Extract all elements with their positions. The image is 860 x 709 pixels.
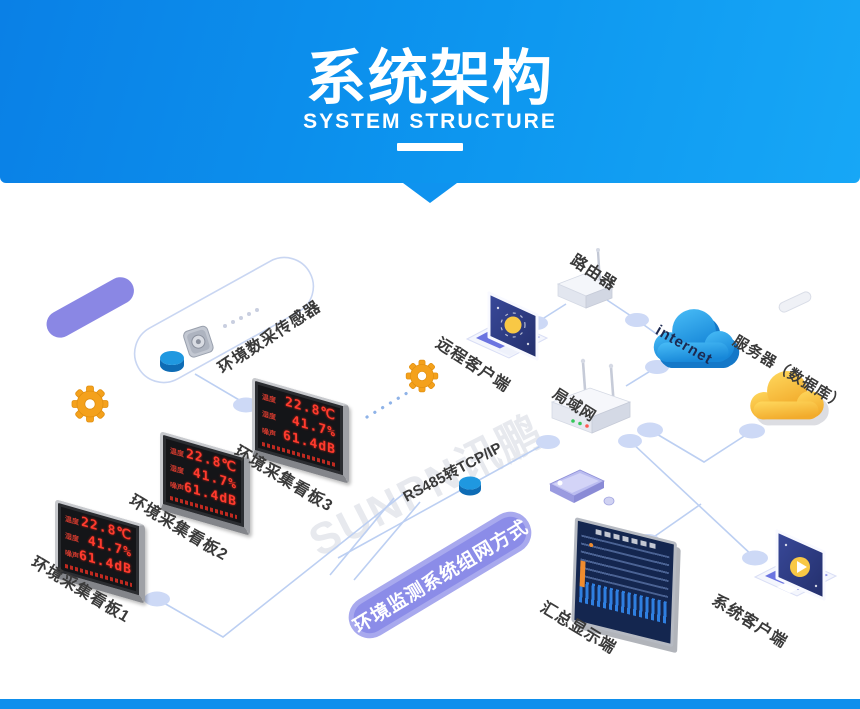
title-underline [397, 143, 463, 151]
remote-client-laptop-icon [465, 291, 549, 361]
label-system-client: 系统客户端 [708, 592, 790, 652]
board-row-name: 湿度 [65, 532, 79, 544]
label-remote-client: 远程客户端 [432, 335, 514, 396]
board-marquee [65, 563, 132, 588]
wire-branch-display [647, 503, 702, 542]
label-internet: internet [652, 322, 716, 369]
header-banner: 系统架构 SYSTEM STRUCTURE [0, 0, 860, 183]
internet-cloud-icon [653, 309, 740, 369]
footer-strip [0, 699, 860, 709]
led-board-3: 温度 22.8℃ 湿度 41.7% 噪声 61.4dB [252, 377, 349, 484]
dashboard-rows [579, 534, 670, 599]
sensor-puck-icon [160, 351, 184, 372]
label-board-1: 环境采集看板1 [28, 554, 133, 627]
board-row-name: 湿度 [262, 410, 276, 422]
label-server: 服务器（数据库） [729, 332, 849, 414]
label-lan: 局域网 [549, 385, 600, 426]
board-marquee [170, 495, 237, 520]
board-row-value: 22.8℃ [81, 514, 132, 545]
board-row-value: 61.4dB [184, 479, 237, 511]
gray-pill-decor [778, 291, 812, 313]
board-row-name: 噪声 [170, 481, 184, 493]
led-board-1: 温度 22.8℃ 湿度 41.7% 噪声 61.4dB [55, 499, 145, 604]
board-row-value: 41.7% [291, 413, 336, 442]
led-board-2: 温度 22.8℃ 湿度 41.7% 噪声 61.4dB [160, 431, 250, 536]
label-sensor: 环境数采传感器 [215, 298, 325, 378]
page-title: 系统架构 [306, 45, 554, 112]
keyboard-icon [549, 469, 605, 503]
server-cloud-icon [750, 371, 829, 426]
sensor-capsule [133, 256, 315, 384]
board-row-value: 41.7% [192, 465, 237, 494]
wire-router-internet [606, 299, 659, 336]
gear-icon [71, 385, 109, 423]
board-row-name: 温度 [65, 515, 79, 527]
wire-client-router [535, 303, 567, 324]
dashboard-header [595, 529, 656, 549]
label-summary-display: 汇总显示端 [537, 599, 619, 658]
label-board-2: 环境采集看板2 [126, 492, 231, 565]
wire-dotted-wireless [365, 391, 409, 419]
board-row-value: 22.8℃ [186, 446, 237, 477]
board-row-value: 61.4dB [79, 547, 132, 579]
router-icon [556, 248, 614, 309]
board-row-name: 噪声 [65, 549, 79, 561]
mouse-icon [603, 496, 615, 506]
system-client-laptop-icon [753, 529, 838, 601]
board-row-name: 温度 [170, 447, 184, 459]
wire-internet-lan [625, 356, 685, 387]
board-marquee [262, 441, 336, 468]
board-row-name: 温度 [262, 393, 276, 405]
board-row-value: 41.7% [87, 533, 132, 562]
dashboard-orange-bar [579, 560, 586, 588]
board-row-name: 噪声 [262, 427, 276, 439]
board-row-value: 22.8℃ [285, 394, 336, 425]
wire-lan-server [649, 429, 753, 463]
summary-display-screen [571, 517, 677, 648]
page-subtitle: SYSTEM STRUCTURE [303, 110, 557, 133]
banner-notch [403, 183, 457, 203]
sensor-device-icon [183, 325, 214, 358]
sensor-dots [223, 308, 259, 328]
wire-lan-client [629, 440, 756, 559]
wire-sensor-board [194, 373, 247, 405]
label-router: 路由器 [567, 252, 620, 295]
lan-router-icon [550, 358, 632, 434]
gear-icon-small [405, 359, 439, 393]
dashboard-bar-chart [579, 580, 668, 624]
dashboard-orange-dot [589, 542, 594, 548]
board-row-name: 湿度 [170, 464, 184, 476]
board-row-value: 61.4dB [283, 427, 336, 459]
purple-pill-decor [46, 277, 134, 338]
